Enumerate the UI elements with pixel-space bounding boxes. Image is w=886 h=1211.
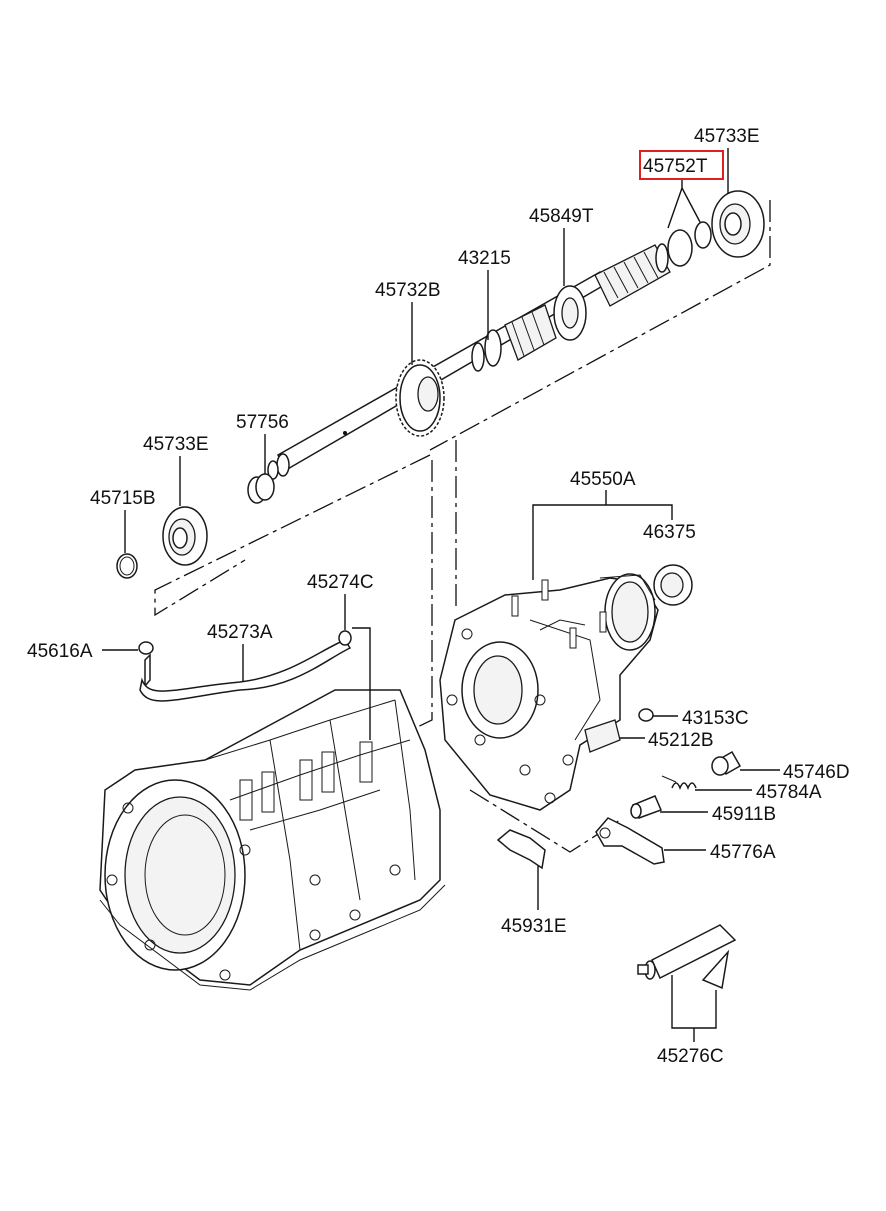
highlight-box-45752T bbox=[639, 150, 724, 180]
label-45732B[interactable]: 45732B bbox=[375, 280, 441, 301]
label-45274C[interactable]: 45274C bbox=[307, 572, 374, 593]
plug-43153C[interactable] bbox=[638, 708, 654, 722]
label-46375[interactable]: 46375 bbox=[643, 522, 696, 543]
label-45776A[interactable]: 45776A bbox=[710, 842, 776, 863]
label-45931E[interactable]: 45931E bbox=[501, 916, 567, 937]
bushing-45746D[interactable] bbox=[711, 750, 742, 776]
lever-45776A[interactable] bbox=[595, 817, 665, 865]
label-45752T[interactable]: 45752T bbox=[643, 156, 708, 177]
shoe-45931E[interactable] bbox=[496, 829, 546, 870]
hose-assembly[interactable] bbox=[138, 630, 352, 702]
sealant-tube-45276C[interactable] bbox=[637, 924, 737, 990]
spring-45784A[interactable] bbox=[661, 775, 697, 791]
label-45273A[interactable]: 45273A bbox=[207, 622, 273, 643]
bearing-45733E-top[interactable] bbox=[711, 190, 765, 258]
label-45212B[interactable]: 45212B bbox=[648, 730, 714, 751]
label-43215[interactable]: 43215 bbox=[458, 248, 511, 269]
label-45550A[interactable]: 45550A bbox=[570, 469, 636, 490]
ring-45715B[interactable] bbox=[116, 553, 138, 579]
label-57756[interactable]: 57756 bbox=[236, 412, 289, 433]
label-45616A[interactable]: 45616A bbox=[27, 641, 93, 662]
snap-ring-57756[interactable] bbox=[247, 473, 275, 504]
label-45849T[interactable]: 45849T bbox=[529, 206, 594, 227]
snap-rings-45752T[interactable] bbox=[667, 221, 712, 267]
label-45784A[interactable]: 45784A bbox=[756, 782, 822, 803]
label-45746D[interactable]: 45746D bbox=[783, 762, 850, 783]
pin-45911B[interactable] bbox=[630, 795, 663, 819]
bearing-45733E-left[interactable] bbox=[162, 506, 208, 566]
transmission-case bbox=[99, 689, 446, 991]
gear-45732B[interactable] bbox=[395, 359, 445, 437]
output-shaft-45849T[interactable] bbox=[267, 243, 671, 480]
extension-housing-45550A[interactable] bbox=[439, 573, 659, 811]
leader-lines bbox=[102, 148, 780, 1042]
label-45733E-left[interactable]: 45733E bbox=[143, 434, 209, 455]
label-45733E-top[interactable]: 45733E bbox=[694, 126, 760, 147]
label-45911B[interactable]: 45911B bbox=[712, 804, 776, 825]
oil-seal-46375[interactable] bbox=[653, 564, 693, 606]
part-labels: 45733E 45752T 45849T 43215 45732B 57756 … bbox=[27, 126, 850, 1067]
label-45715B[interactable]: 45715B bbox=[90, 488, 156, 509]
label-45276C[interactable]: 45276C bbox=[657, 1046, 724, 1067]
label-43153C[interactable]: 43153C bbox=[682, 708, 749, 729]
